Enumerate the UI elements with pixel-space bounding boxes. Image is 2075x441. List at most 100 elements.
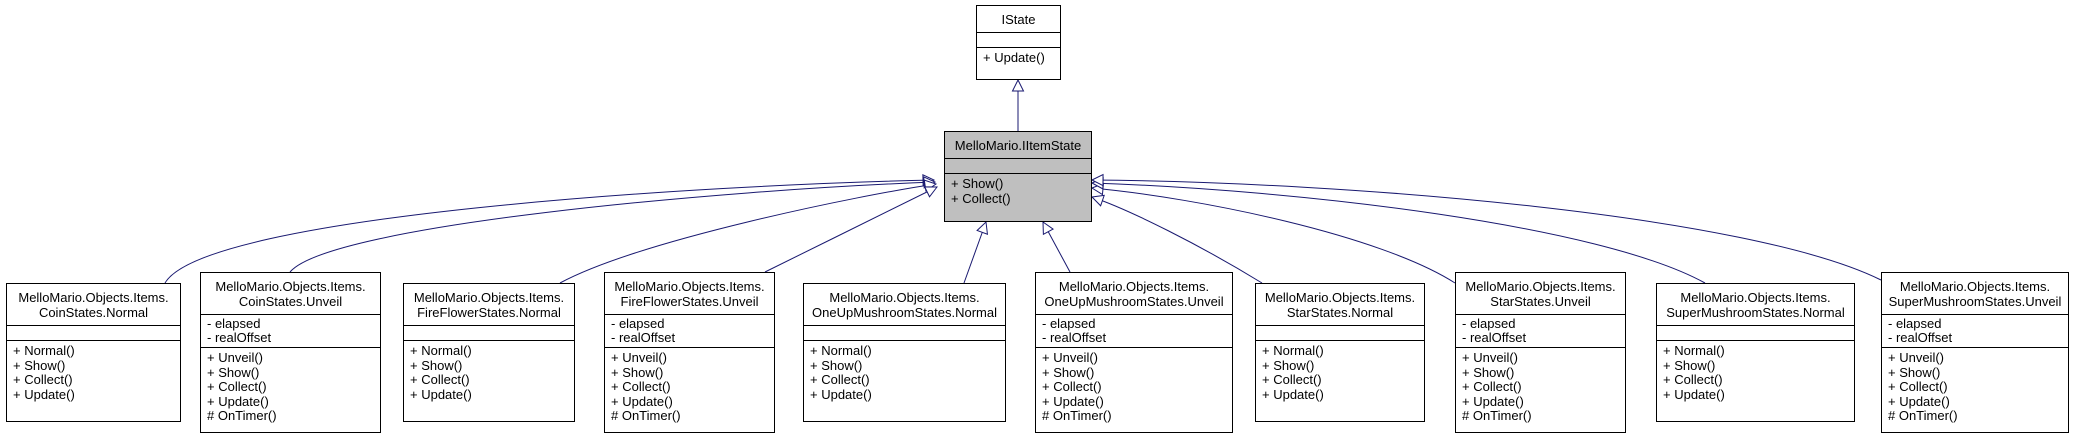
inheritance-edge-coin-unveil (290, 182, 935, 272)
class-operations: + Normal()+ Show()+ Collect()+ Update() (404, 341, 574, 405)
class-name-line: MelloMario.Objects.Items. (1680, 290, 1831, 305)
class-name: MelloMario.Objects.Items.FireFlowerState… (605, 273, 774, 315)
operation-item: + Show() (1262, 357, 1315, 373)
class-name-line: MelloMario.Objects.Items. (829, 290, 980, 305)
operation-item: + Unveil() (207, 350, 263, 365)
attribute-item: - realOffset (207, 330, 272, 345)
operation-item: + Normal() (1663, 343, 1725, 358)
operation-item: + Show() (1888, 364, 1941, 380)
class-attributes: - elapsed- realOffset (201, 315, 380, 348)
class-name: MelloMario.Objects.Items.OneUpMushroomSt… (1036, 273, 1232, 315)
operation-item: + Show() (410, 357, 463, 373)
class-box-coin-unveil[interactable]: MelloMario.Objects.Items.CoinStates.Unve… (200, 272, 381, 433)
class-attributes: - elapsed- realOffset (1456, 315, 1625, 348)
class-box-iitemstate[interactable]: MelloMario.IItemState + Show()+ Collect(… (944, 131, 1092, 222)
class-box-fireflower-unveil[interactable]: MelloMario.Objects.Items.FireFlowerState… (604, 272, 775, 433)
operation-item: # OnTimer() (611, 408, 681, 423)
class-operations: + Unveil()+ Show()+ Collect()+ Update()#… (605, 348, 774, 427)
operation-item: + Update() (207, 393, 269, 409)
class-operations: + Unveil()+ Show()+ Collect()+ Update()#… (201, 348, 380, 427)
class-box-star-unveil[interactable]: MelloMario.Objects.Items.StarStates.Unve… (1455, 272, 1626, 433)
operation-item: + Show() (1462, 364, 1515, 380)
operation-item: + Collect() (951, 190, 1011, 206)
class-name-line: FireFlowerStates.Normal (417, 305, 561, 320)
class-box-oneup-unveil[interactable]: MelloMario.Objects.Items.OneUpMushroomSt… (1035, 272, 1233, 433)
class-box-istate[interactable]: IState + Update() (976, 5, 1061, 80)
operation-item: + Update() (1663, 386, 1725, 402)
operation-item: + Update() (1888, 393, 1950, 409)
inheritance-arrowhead-supermushroom-unveil (1090, 173, 1104, 187)
operation-item: # OnTimer() (207, 408, 277, 423)
class-attributes (945, 159, 1091, 174)
operation-item: + Collect() (1888, 379, 1948, 394)
class-name-line: MelloMario.IItemState (954, 138, 1082, 153)
class-operations: + Normal()+ Show()+ Collect()+ Update() (804, 341, 1005, 405)
operation-item: + Show() (1663, 357, 1716, 373)
operation-item: + Collect() (207, 379, 267, 394)
class-name: IState (977, 6, 1060, 33)
attribute-item: - realOffset (1462, 330, 1527, 345)
class-box-fireflower-normal[interactable]: MelloMario.Objects.Items.FireFlowerState… (403, 283, 575, 422)
attribute-item: - elapsed (611, 316, 665, 331)
class-name-line: FireFlowerStates.Unveil (620, 294, 759, 309)
class-attributes (1256, 326, 1424, 341)
operation-item: + Collect() (810, 372, 870, 387)
class-name-line: MelloMario.Objects.Items. (1264, 290, 1416, 305)
class-name-line: MelloMario.Objects.Items. (413, 290, 565, 305)
class-box-star-normal[interactable]: MelloMario.Objects.Items.StarStates.Norm… (1255, 283, 1425, 422)
class-operations: + Unveil()+ Show()+ Collect()+ Update()#… (1036, 348, 1232, 427)
class-name-line: SuperMushroomStates.Normal (1666, 305, 1845, 320)
class-box-oneup-normal[interactable]: MelloMario.Objects.Items.OneUpMushroomSt… (803, 283, 1006, 422)
operation-item: + Update() (1042, 393, 1104, 409)
operation-item: + Unveil() (611, 350, 667, 365)
operation-item: + Collect() (1042, 379, 1102, 394)
operation-item: + Unveil() (1042, 350, 1098, 365)
class-name-line: MelloMario.Objects.Items. (614, 279, 765, 294)
inheritance-arrowhead-fireflower-unveil (923, 186, 939, 198)
class-name-line: IState (1001, 12, 1036, 27)
class-operations: + Unveil()+ Show()+ Collect()+ Update()#… (1882, 348, 2068, 427)
class-attributes (1657, 326, 1854, 341)
operation-item: + Show() (810, 357, 863, 373)
class-name-line: StarStates.Normal (1286, 305, 1394, 320)
operation-item: + Collect() (13, 372, 73, 387)
inheritance-edge-fireflower-normal (560, 184, 936, 283)
operation-item: + Show() (207, 364, 260, 380)
class-name-line: StarStates.Unveil (1490, 294, 1591, 309)
operation-item: + Unveil() (1888, 350, 1944, 365)
inheritance-edge-star-normal (1092, 197, 1262, 283)
class-name-line: CoinStates.Normal (38, 305, 149, 320)
class-box-supermushroom-unveil[interactable]: MelloMario.Objects.Items.SuperMushroomSt… (1881, 272, 2069, 433)
inheritance-edge-fireflower-unveil (765, 187, 937, 272)
class-operations: + Normal()+ Show()+ Collect()+ Update() (1256, 341, 1424, 405)
attribute-item: - realOffset (1042, 330, 1107, 345)
inheritance-arrowhead-oneup-unveil (1042, 221, 1055, 236)
class-name-line: MelloMario.Objects.Items. (1899, 279, 2051, 294)
operation-item: + Normal() (810, 343, 872, 358)
class-operations: + Show()+ Collect() (945, 174, 1091, 209)
class-name: MelloMario.Objects.Items.StarStates.Unve… (1456, 273, 1625, 315)
attribute-item: - elapsed (1042, 316, 1096, 331)
class-attributes: - elapsed- realOffset (1036, 315, 1232, 348)
class-name: MelloMario.Objects.Items.OneUpMushroomSt… (804, 284, 1005, 326)
operation-item: # OnTimer() (1888, 408, 1958, 423)
class-box-coin-normal[interactable]: MelloMario.Objects.Items.CoinStates.Norm… (6, 283, 181, 422)
class-attributes: - elapsed- realOffset (605, 315, 774, 348)
class-name: MelloMario.Objects.Items.CoinStates.Unve… (201, 273, 380, 315)
operation-item: + Normal() (410, 343, 472, 358)
attribute-item: - realOffset (611, 330, 676, 345)
attribute-item: - elapsed (207, 316, 261, 331)
class-name: MelloMario.Objects.Items.StarStates.Norm… (1256, 284, 1424, 326)
class-attributes (977, 33, 1060, 48)
class-name-line: MelloMario.Objects.Items. (18, 290, 169, 305)
operation-item: + Show() (13, 357, 66, 373)
class-name-line: MelloMario.Objects.Items. (1058, 279, 1210, 294)
operation-item: + Collect() (1462, 379, 1522, 394)
operation-item: + Show() (951, 176, 1004, 191)
class-name-line: MelloMario.Objects.Items. (215, 279, 366, 294)
inheritance-arrowhead-iitemstate (1011, 78, 1025, 92)
operation-item: + Update() (1462, 393, 1524, 409)
class-attributes (404, 326, 574, 341)
class-box-supermushroom-normal[interactable]: MelloMario.Objects.Items.SuperMushroomSt… (1656, 283, 1855, 422)
attribute-item: - elapsed (1462, 316, 1516, 331)
